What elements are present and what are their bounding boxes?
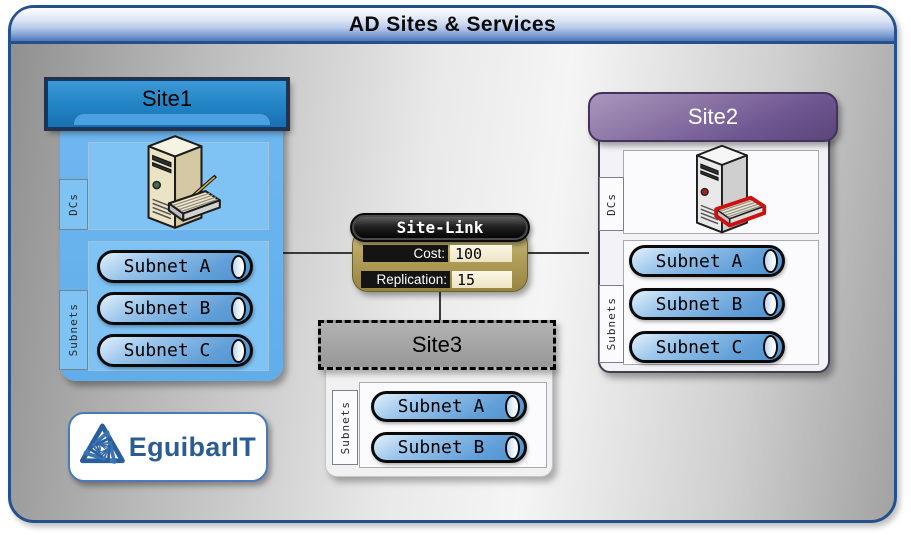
- site1-dcs-label: DCs: [67, 193, 80, 216]
- site1-header: Site1: [46, 79, 288, 129]
- cylinder-cap-icon: [763, 249, 778, 273]
- site-link-header: Site-Link: [350, 213, 530, 242]
- site3-header: Site3: [318, 320, 556, 370]
- eguibar-spiral-triangle-icon: [79, 423, 125, 464]
- site1-body-cap: [74, 114, 270, 125]
- cylinder-cap-icon: [231, 296, 246, 321]
- site-link-replication-value: 15: [452, 271, 512, 289]
- subnet-label: Subnet A: [123, 256, 211, 277]
- cylinder-cap-icon: [763, 335, 778, 359]
- logo-text: EguibarIT: [128, 431, 256, 462]
- subnet-label: Subnet B: [397, 437, 485, 458]
- site3-subnet-b-pill[interactable]: Subnet B: [371, 432, 527, 463]
- site2-subnets-label-box: Subnets: [599, 285, 624, 363]
- cylinder-cap-icon: [505, 394, 520, 419]
- subnet-label: Subnet A: [655, 250, 743, 272]
- site-link-cost-value: 100: [450, 245, 512, 263]
- connector-site1-sitelink: [283, 252, 353, 254]
- connector-sitelink-site3: [439, 291, 441, 320]
- site3-title: Site3: [411, 332, 463, 357]
- diagram-title: AD Sites & Services: [348, 12, 557, 36]
- cylinder-cap-icon: [231, 254, 246, 279]
- site2-title: Site2: [687, 104, 739, 129]
- cylinder-cap-icon: [763, 292, 778, 316]
- site2-header: Site2: [588, 92, 838, 142]
- site1-dcs-label-box: DCs: [59, 179, 88, 230]
- site1-subnet-a-pill[interactable]: Subnet A: [97, 250, 253, 283]
- site2-subnet-b-pill[interactable]: Subnet B: [629, 288, 785, 320]
- subnet-label: Subnet C: [123, 340, 211, 361]
- eguibarit-logo: EguibarIT: [68, 412, 268, 482]
- cylinder-cap-icon: [231, 338, 246, 363]
- site2-dcs-label-box: DCs: [599, 177, 624, 231]
- site2-dcs-label: DCs: [605, 192, 618, 216]
- site2-subnets-label: Subnets: [605, 297, 618, 351]
- subnet-label: Subnet C: [655, 336, 743, 358]
- site1-subnet-c-pill[interactable]: Subnet C: [97, 334, 253, 367]
- site3-subnet-a-pill[interactable]: Subnet A: [371, 391, 527, 422]
- cylinder-cap-icon: [505, 435, 520, 460]
- site-link-title: Site-Link: [396, 218, 484, 237]
- subnet-label: Subnet B: [123, 298, 211, 319]
- connector-sitelink-site2: [527, 252, 589, 254]
- site1-title: Site1: [141, 86, 193, 111]
- server-with-keyboard-icon: [147, 135, 221, 229]
- site1-subnets-label-box: Subnets: [59, 290, 88, 370]
- site1-subnets-label: Subnets: [67, 303, 80, 357]
- site3-subnets-label-box: Subnets: [332, 390, 358, 465]
- site3-subnets-label: Subnets: [338, 400, 352, 455]
- site1-subnet-b-pill[interactable]: Subnet B: [97, 292, 253, 325]
- site2-subnet-a-pill[interactable]: Subnet A: [629, 245, 785, 277]
- site2-subnet-c-pill[interactable]: Subnet C: [629, 331, 785, 363]
- subnet-label: Subnet A: [397, 396, 485, 417]
- site-link-replication-label: Replication:: [361, 271, 450, 288]
- site-link-cost-label: Cost:: [363, 245, 448, 262]
- subnet-label: Subnet B: [655, 293, 743, 315]
- title-bar: AD Sites & Services: [11, 8, 894, 44]
- server-with-red-keyboard-icon: [696, 144, 767, 234]
